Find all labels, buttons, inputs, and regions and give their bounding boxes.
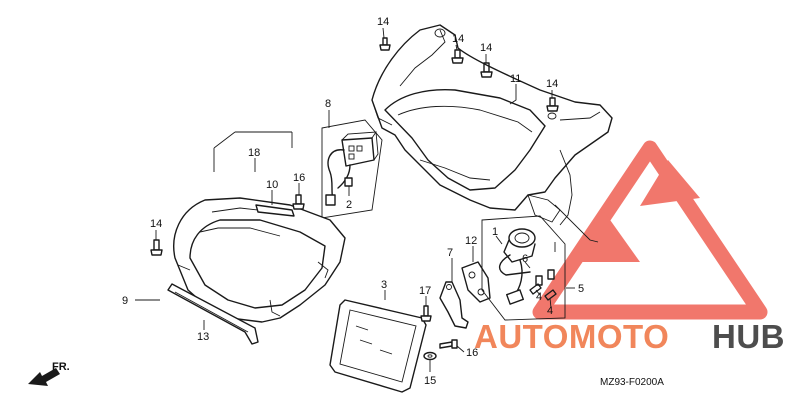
bolt-14-upper-right (480, 62, 493, 78)
callout-14-upper-mid: 14 (452, 33, 464, 45)
watermark-text-hub: HUB (712, 318, 785, 355)
front-direction-arrow: FR. (28, 361, 70, 386)
callout-10: 10 (266, 179, 278, 191)
callout-14-top: 14 (377, 16, 389, 28)
callout-14-upper-right: 14 (480, 42, 492, 54)
callout-18: 18 (248, 147, 260, 159)
callout-11: 11 (510, 73, 521, 85)
callout-2: 2 (346, 199, 352, 211)
part-10-lens-strip (255, 204, 295, 217)
callout-14-left: 14 (150, 218, 162, 230)
part-18-group-box (213, 131, 293, 172)
screw-16-lower (439, 339, 458, 349)
callout-13: 13 (197, 331, 209, 343)
callout-15: 15 (424, 375, 436, 387)
callout-labels: 14 14 14 14 14 11 8 2 18 10 16 9 13 3 17… (122, 16, 584, 387)
watermark-logo (532, 140, 768, 320)
callout-12: 12 (465, 235, 477, 247)
callout-14-right: 14 (546, 78, 558, 90)
bolt-14-top (379, 37, 391, 51)
screw-16-upper (292, 194, 305, 210)
watermark-text-automoto: AUTOMOTO (474, 318, 669, 355)
part-3-lid-panel (329, 299, 427, 393)
callout-17: 17 (419, 285, 431, 297)
callout-1: 1 (492, 226, 498, 238)
part-6-connector (506, 269, 555, 305)
part-8-relay-unit (325, 131, 379, 206)
callout-4-lower: 4 (547, 305, 553, 317)
part-12-mount-bracket (461, 261, 491, 303)
watermark-wordmark: AUTOMOTO HUB (474, 318, 785, 355)
callout-16-lower: 16 (466, 347, 478, 359)
screw-17 (420, 305, 432, 322)
callout-7: 7 (447, 247, 453, 259)
callout-9: 9 (122, 295, 128, 307)
bolt-14-upper-mid (451, 49, 464, 64)
callout-6: 6 (522, 253, 528, 265)
figure-code: MZ93-F0200A (600, 377, 664, 388)
front-arrow-label: FR. (52, 361, 70, 373)
terminal-4-lower (544, 289, 557, 301)
part-11-meter-panel-frame (371, 24, 613, 243)
part-8-group-box (321, 119, 383, 219)
bolt-14-left (150, 239, 163, 256)
washer-15 (423, 351, 437, 361)
bolt-14-right (546, 97, 559, 112)
part-1-power-socket (499, 228, 536, 297)
terminal-4-upper (529, 283, 542, 295)
callout-16-upper: 16 (293, 172, 305, 184)
part-5-group-box (481, 215, 566, 321)
part-9-meter-housing (173, 197, 346, 323)
leader-lines (135, 27, 575, 372)
callout-4-upper: 4 (536, 291, 542, 303)
callout-3: 3 (381, 279, 387, 291)
part-7-bracket (439, 281, 469, 329)
callout-8: 8 (325, 98, 331, 110)
callout-5: 5 (578, 283, 584, 295)
part-13-trim-bar (167, 283, 259, 345)
